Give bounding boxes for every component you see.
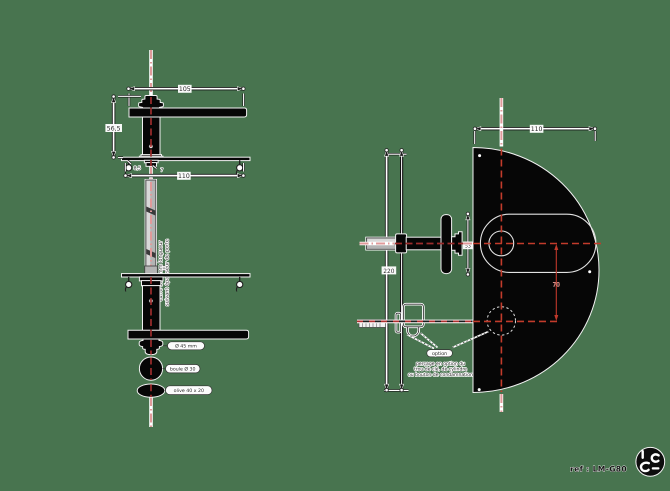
dim-plate-height: 220 bbox=[381, 148, 409, 393]
lever-arm bbox=[128, 107, 248, 118]
shape-rect bbox=[367, 238, 396, 244]
shape-rect bbox=[381, 266, 397, 275]
lever2-arm bbox=[127, 329, 250, 340]
shape-rect bbox=[529, 124, 544, 133]
shape-rect bbox=[402, 303, 424, 328]
dim-length-text: 105 bbox=[179, 86, 191, 93]
rose-side-profile bbox=[451, 231, 463, 256]
half-moon-plate bbox=[472, 146, 600, 394]
spindle-note-line1: carré de 7 mm longueur bbox=[158, 240, 164, 302]
dim-plate-width: 110 bbox=[472, 124, 598, 144]
plate-screw-hole-right-icon bbox=[588, 270, 592, 274]
right-view-side-elevation: 220 53 bbox=[357, 98, 602, 412]
shape-polygon bbox=[554, 315, 559, 321]
shape-circle bbox=[635, 446, 666, 477]
extension-line-core bbox=[152, 165, 157, 169]
shape-rect bbox=[144, 265, 158, 275]
dim-axis-distance-text: 70 bbox=[553, 281, 561, 288]
shape-rect bbox=[178, 84, 192, 93]
label-box bbox=[167, 341, 205, 351]
plate-screw-hole-bottom-icon bbox=[477, 388, 481, 392]
shape-rect bbox=[105, 124, 122, 132]
note-line2: trou de clé, de cylindre bbox=[414, 367, 467, 373]
shape-path bbox=[407, 326, 420, 337]
right-centerlines-icon bbox=[357, 98, 602, 412]
shape-rect bbox=[177, 171, 191, 180]
dim-length: 105 bbox=[126, 84, 246, 106]
capsule-boss-outline bbox=[479, 213, 597, 273]
cylinder-option-detail: option perçage en option du trou de clé,… bbox=[406, 330, 489, 379]
dim-width-text: 110 bbox=[178, 173, 190, 180]
dim-lever-text: 53 bbox=[465, 244, 471, 250]
left-view-front-elevation: carré de 7 mm longueur suivant épaisseur… bbox=[105, 50, 251, 427]
dim-height: 56,5 bbox=[105, 94, 141, 160]
dim-plate-width-text: 110 bbox=[531, 126, 543, 133]
shape-rect bbox=[463, 241, 473, 250]
spindle-bar bbox=[144, 179, 168, 275]
shape-polygon bbox=[554, 244, 559, 250]
dim-axis-distance: 70 bbox=[552, 244, 561, 321]
note-line1: perçage en option du bbox=[416, 361, 465, 367]
label-ball: boule Ø 30 bbox=[170, 367, 196, 373]
shape-rect bbox=[146, 181, 151, 270]
leader-line-casing bbox=[419, 332, 439, 349]
label-bell: Ø 45 mm bbox=[175, 344, 197, 350]
label-box bbox=[426, 349, 453, 358]
dim-plate-thickness-text: 8,5 bbox=[134, 165, 141, 171]
rose-plate-edge bbox=[121, 156, 251, 162]
dim-plate-height-text: 220 bbox=[383, 268, 394, 275]
dim-height-text: 56,5 bbox=[107, 125, 121, 132]
dim-width: 110 bbox=[123, 163, 246, 181]
leader-detail2-icon bbox=[406, 334, 435, 349]
label-box bbox=[165, 385, 213, 395]
footer: ref : LM-G80 bbox=[570, 446, 666, 477]
spindle-note-line2: suivant épaisseur de porte bbox=[165, 239, 171, 306]
dim-collar-text: 7 bbox=[160, 168, 163, 174]
dim-rose-details: 8,5 7 bbox=[126, 159, 164, 174]
part-labels: Ø 45 mm boule Ø 30 olive 40 x 20 bbox=[162, 341, 213, 395]
plate-screw-hole-top-icon bbox=[478, 154, 482, 158]
brand-logo-icon bbox=[635, 446, 666, 477]
rose2-plate-edge bbox=[121, 273, 251, 278]
leader-keyhole-icon bbox=[452, 331, 489, 348]
extension-line-core bbox=[127, 160, 132, 165]
note-line3: ou bouton de condamnation bbox=[408, 372, 473, 378]
shape-path bbox=[639, 461, 650, 473]
shape-path bbox=[650, 453, 660, 463]
option-label: option bbox=[432, 351, 447, 357]
label-box bbox=[165, 364, 201, 374]
reference-text: ref : LM-G80 bbox=[570, 465, 627, 474]
label-olive: olive 40 x 20 bbox=[174, 388, 204, 394]
